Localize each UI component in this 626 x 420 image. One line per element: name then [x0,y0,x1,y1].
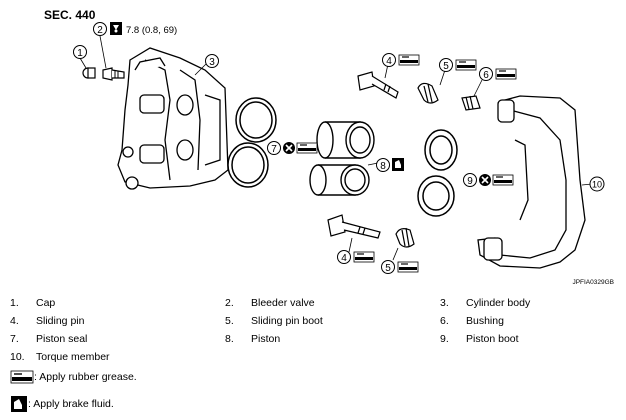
rubber-grease-icon [398,54,420,66]
rubber-grease-icon [397,261,419,273]
legend-item-piston-seal: Piston seal [36,333,88,345]
svg-text:5: 5 [443,61,449,72]
replace-part-icon [478,173,492,187]
callout-4-lower: 4 [337,250,351,264]
parts-legend: 1.Cap 2.Bleeder valve 3.Cylinder body 4.… [10,297,531,363]
rubber-grease-icon [10,370,34,384]
legend-symbol-brake-fluid: : Apply brake fluid. [10,395,114,413]
svg-text:10: 10 [592,180,602,190]
callout-7: 7 [267,141,281,155]
torque-value: 7.8 (0.8, 69) [126,25,177,36]
callout-6: 6 [479,67,493,81]
svg-text:4: 4 [341,253,347,264]
legend-item-cylinder-body: Cylinder body [466,297,531,309]
svg-text:3: 3 [209,57,215,68]
legend-item-sliding-pin: Sliding pin [36,315,85,327]
svg-text:2: 2 [97,25,103,36]
legend-item-sliding-pin-boot: Sliding pin boot [251,315,323,327]
svg-text:7: 7 [271,144,277,155]
callout-5-lower: 5 [381,260,395,274]
bleeder-valve-part [102,67,125,81]
svg-text:6: 6 [483,70,489,81]
svg-text:1: 1 [77,48,83,59]
legend-symbol-rubber-grease: : Apply rubber grease. [10,370,137,384]
rubber-grease-icon [455,59,477,71]
piston-part [309,121,375,196]
torque-member-part [477,95,586,269]
callout-9: 9 [463,173,477,187]
callout-4: 4 [382,53,396,67]
exploded-diagram: 1 2 7.8 (0.8, 69) 3 4 5 6 7 8 [73,22,614,286]
svg-text:5: 5 [385,263,391,274]
piston-boot-part [417,129,458,217]
sliding-pin-part-lower [327,214,381,239]
callout-1: 1 [73,45,87,59]
rubber-grease-icon [495,68,517,80]
piston-seal-part [227,97,277,188]
callout-10: 10 [589,176,605,192]
callout-3: 3 [205,54,219,68]
svg-text:9: 9 [467,176,473,187]
legend-item-piston-boot: Piston boot [466,333,519,345]
legend-item-cap: Cap [36,297,56,309]
legend-item-bleeder-valve: Bleeder valve [251,297,315,309]
legend-item-bushing: Bushing [466,315,504,327]
torque-wrench-icon [110,22,122,35]
rubber-grease-icon [492,174,514,186]
replace-part-icon [282,141,296,155]
brake-fluid-icon [11,396,27,412]
bushing-part [461,95,481,111]
legend-item-piston: Piston [251,333,281,345]
callout-2: 2 [93,22,107,36]
svg-text:4: 4 [386,56,392,67]
sliding-pin-boot-part-lower [395,227,415,248]
rubber-grease-icon [353,251,375,263]
cap-part [82,67,96,79]
cylinder-body-part [117,47,229,190]
legend-item-torque-member: Torque member [36,351,110,363]
figure-id: JPFIA0329GB [572,279,614,286]
brake-fluid-icon [392,158,404,171]
rubber-grease-icon [296,142,318,154]
callout-5: 5 [439,58,453,72]
svg-text:8: 8 [380,161,386,172]
sliding-pin-part [357,71,399,99]
sliding-pin-boot-part [417,82,439,104]
callout-8: 8 [376,158,390,172]
section-title: SEC. 440 [44,8,96,22]
